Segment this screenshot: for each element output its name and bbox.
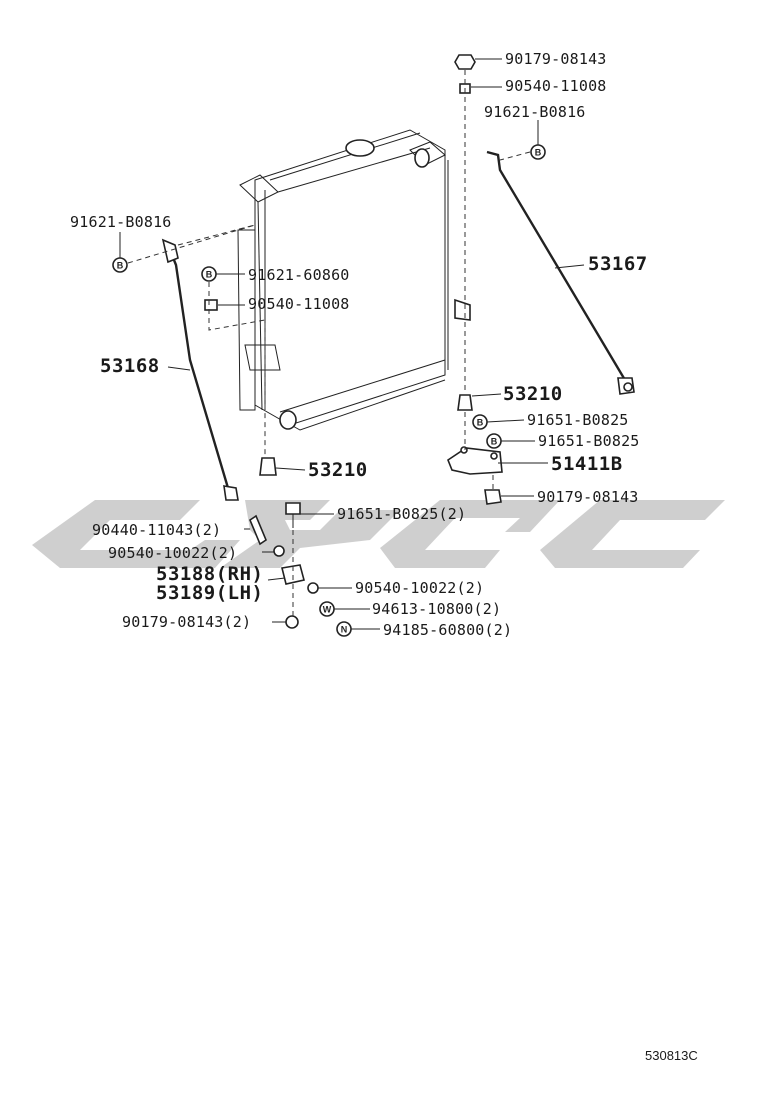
part-labels: 90179-08143 90540-11008 91621-B0816 9162… <box>70 50 648 639</box>
label-91651-b0825-a: 91651-B0825 <box>527 411 629 429</box>
bolt-marker-icon: B <box>486 433 502 449</box>
label-91651-b0825-2: 91651-B0825(2) <box>337 505 466 523</box>
svg-text:B: B <box>477 418 484 428</box>
svg-text:B: B <box>206 270 213 280</box>
label-53168: 53168 <box>100 355 160 377</box>
radiator <box>237 129 471 431</box>
bolt-marker-icon: B <box>112 257 128 273</box>
label-53167: 53167 <box>588 253 648 275</box>
label-90540-10022-2-right: 90540-10022(2) <box>355 579 484 597</box>
bracket-51411b <box>447 446 503 475</box>
svg-text:B: B <box>117 261 124 271</box>
watermark-logo <box>32 500 725 568</box>
label-91621-60860: 91621-60860 <box>248 266 350 284</box>
label-90540-11008: 90540-11008 <box>505 77 607 95</box>
washer-marker-icon: W <box>319 601 335 617</box>
label-91651-b0825-b: 91651-B0825 <box>538 432 640 450</box>
bolt-marker-icon: B <box>472 414 488 430</box>
label-51411b: 51411B <box>551 453 623 475</box>
label-90540-10022-2-left: 90540-10022(2) <box>108 544 237 562</box>
svg-text:B: B <box>491 437 498 447</box>
bolt-marker-icon: B <box>530 144 546 160</box>
label-91621-b0816-left: 91621-B0816 <box>70 213 172 231</box>
label-90440-11043-2: 90440-11043(2) <box>92 521 221 539</box>
stay-rod-53168 <box>161 238 239 501</box>
diagram-code: 530813C <box>645 1048 698 1063</box>
label-53188-rh: 53188(RH) <box>156 563 263 585</box>
label-94613-10800-2: 94613-10800(2) <box>372 600 501 618</box>
label-91621-b0816-right: 91621-B0816 <box>484 103 586 121</box>
label-90179-08143-2: 90179-08143(2) <box>122 613 251 631</box>
label-90179-08143-right: 90179-08143 <box>537 488 639 506</box>
svg-text:N: N <box>341 625 348 635</box>
label-53210-right: 53210 <box>503 383 563 405</box>
bolt-marker-icon: B <box>201 266 217 282</box>
nut-marker-icon: N <box>336 621 352 637</box>
stay-rod-53167 <box>486 150 635 395</box>
leader-lines <box>119 58 585 630</box>
label-53210-left: 53210 <box>308 459 368 481</box>
label-90179-08143: 90179-08143 <box>505 50 607 68</box>
svg-text:B: B <box>535 148 542 158</box>
assembly-lines <box>127 70 531 620</box>
label-90540-11008-left: 90540-11008 <box>248 295 350 313</box>
label-53189-lh: 53189(LH) <box>156 582 263 604</box>
label-94185-60800-2: 94185-60800(2) <box>383 621 512 639</box>
markers: B B B B B W N <box>112 144 546 637</box>
svg-text:W: W <box>323 605 332 615</box>
